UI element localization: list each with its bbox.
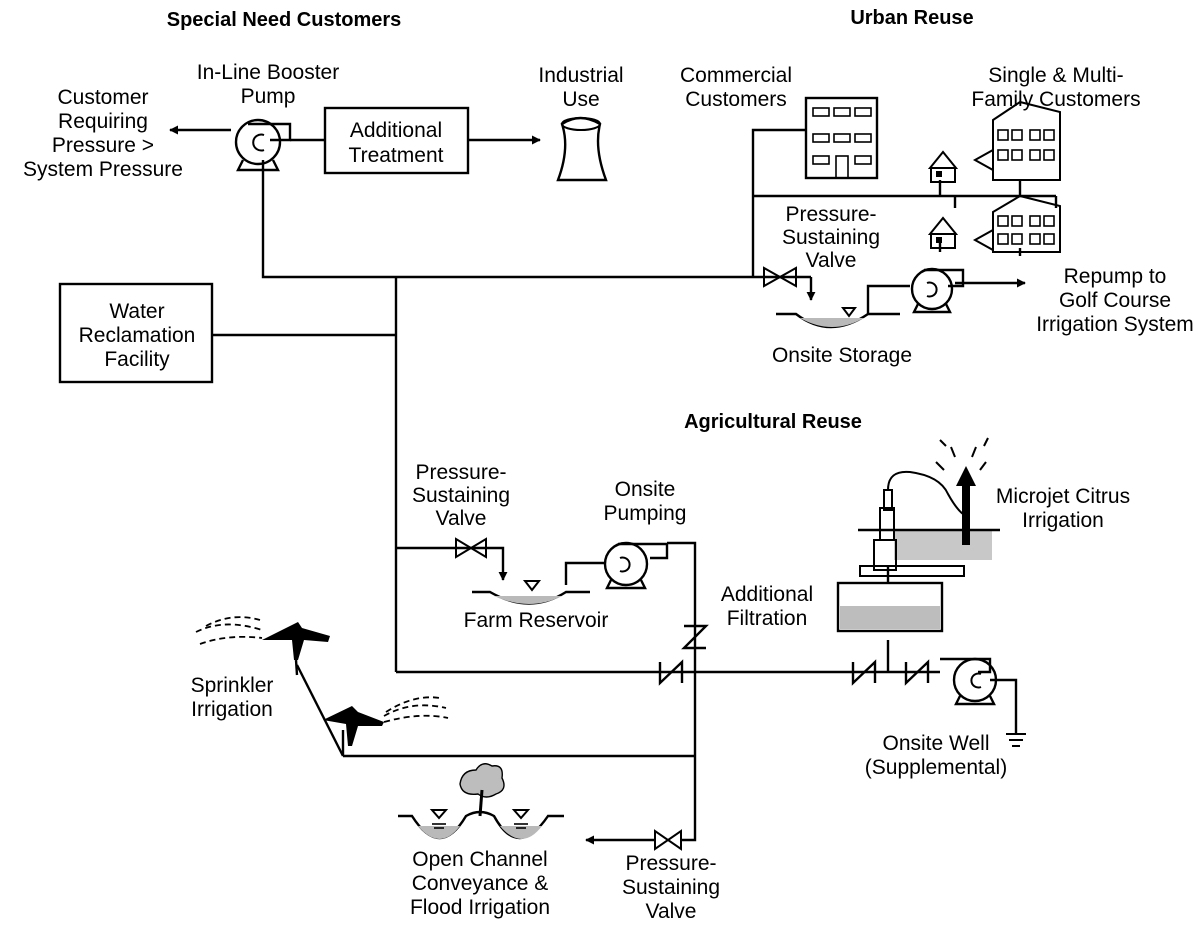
pressure-sustaining-valve-icon — [654, 829, 682, 851]
label-line: Flood Irrigation — [410, 896, 550, 919]
label-line: Microjet Citrus — [996, 485, 1130, 508]
label-line: Irrigation — [191, 698, 273, 721]
label-line: Valve — [806, 249, 857, 272]
farm-reservoir-icon — [472, 580, 590, 605]
label-line: Sustaining — [782, 226, 880, 249]
heading-agricultural-reuse: Agricultural Reuse — [684, 411, 862, 433]
commercial-building-icon — [804, 96, 879, 180]
heading-special-need-customers: Special Need Customers — [167, 9, 402, 31]
farm-reservoir-label: Farm Reservoir — [464, 609, 609, 632]
label-line: Customer — [57, 86, 148, 109]
family-customers-label: Single & Multi-Family Customers — [971, 64, 1140, 111]
label-line: Requiring — [58, 110, 148, 133]
filtration-tank-icon — [836, 581, 944, 633]
label-line: Customers — [685, 88, 787, 111]
label-line: Reclamation — [79, 324, 196, 347]
label-line: Irrigation — [1022, 509, 1104, 532]
label-line: Onsite Storage — [772, 344, 912, 367]
label-line: In-Line Booster — [197, 61, 339, 84]
microjet-irrigation-icon — [858, 437, 1000, 583]
label-line: Open Channel — [412, 848, 547, 871]
label-line: Additional — [721, 583, 813, 606]
label-line: (Supplemental) — [865, 756, 1007, 779]
label-line: Sustaining — [622, 876, 720, 899]
onsite-well-label: Onsite Well(Supplemental) — [865, 732, 1007, 779]
label-line: Commercial — [680, 64, 792, 87]
heading-urban-reuse: Urban Reuse — [850, 7, 973, 29]
tree-icon — [459, 763, 505, 817]
label-line: Treatment — [349, 144, 444, 167]
label-line: Sprinkler — [191, 674, 274, 697]
multifamily-building-icon — [972, 194, 1061, 253]
pressure-sustaining-valve-icon — [763, 266, 797, 288]
label-line: Pressure- — [415, 461, 506, 484]
onsite-storage-icon — [776, 307, 900, 329]
label-line: Facility — [104, 348, 170, 371]
sprinkler-icon — [195, 616, 330, 676]
label-line: System Pressure — [23, 158, 183, 181]
label-line: Pressure > — [52, 134, 154, 157]
label-line: Filtration — [727, 607, 808, 630]
onsite-pump-icon — [603, 541, 669, 590]
check-valve-icon — [904, 659, 930, 686]
label-line: Family Customers — [971, 88, 1140, 111]
label-line: Irrigation System — [1036, 313, 1194, 336]
filtration-check-valve-icon — [681, 624, 709, 650]
label-line: Pump — [241, 85, 296, 108]
label-line: Onsite — [615, 478, 676, 501]
check-valve-icon — [658, 659, 684, 686]
label-line: Sustaining — [412, 484, 510, 507]
label-line: Pumping — [604, 502, 687, 525]
open-channel-icon — [398, 809, 564, 840]
check-valve-icon — [851, 659, 877, 686]
industrial-tank-icon — [556, 116, 608, 182]
label-line: Industrial — [538, 64, 623, 87]
pressure-sustaining-valve-icon — [455, 537, 487, 559]
pipe-network — [212, 128, 1058, 842]
label-line: Farm Reservoir — [464, 609, 609, 632]
label-line: Water — [109, 300, 164, 323]
repump-pump-icon — [910, 267, 965, 314]
multifamily-building-icon — [972, 100, 1061, 181]
label-line: Valve — [646, 900, 697, 923]
label-line: Use — [562, 88, 599, 111]
label-line: Valve — [436, 507, 487, 530]
booster-pump-icon — [234, 118, 292, 172]
label-line: Single & Multi- — [988, 64, 1123, 87]
label-line: Repump to — [1064, 265, 1167, 288]
label-line: Golf Course — [1059, 289, 1171, 312]
onsite-well-pump-icon — [940, 657, 1026, 747]
water-reclamation-box — [58, 282, 214, 384]
sprinkler-icon — [323, 696, 449, 746]
onsite-storage-label: Onsite Storage — [772, 344, 912, 367]
house-icon — [927, 216, 959, 249]
label-line: Conveyance & — [412, 872, 549, 895]
house-icon — [927, 150, 959, 183]
label-line: Pressure- — [625, 852, 716, 875]
label-line: Additional — [350, 119, 442, 142]
label-line: Onsite Well — [883, 732, 990, 755]
label-line: Pressure- — [785, 203, 876, 226]
